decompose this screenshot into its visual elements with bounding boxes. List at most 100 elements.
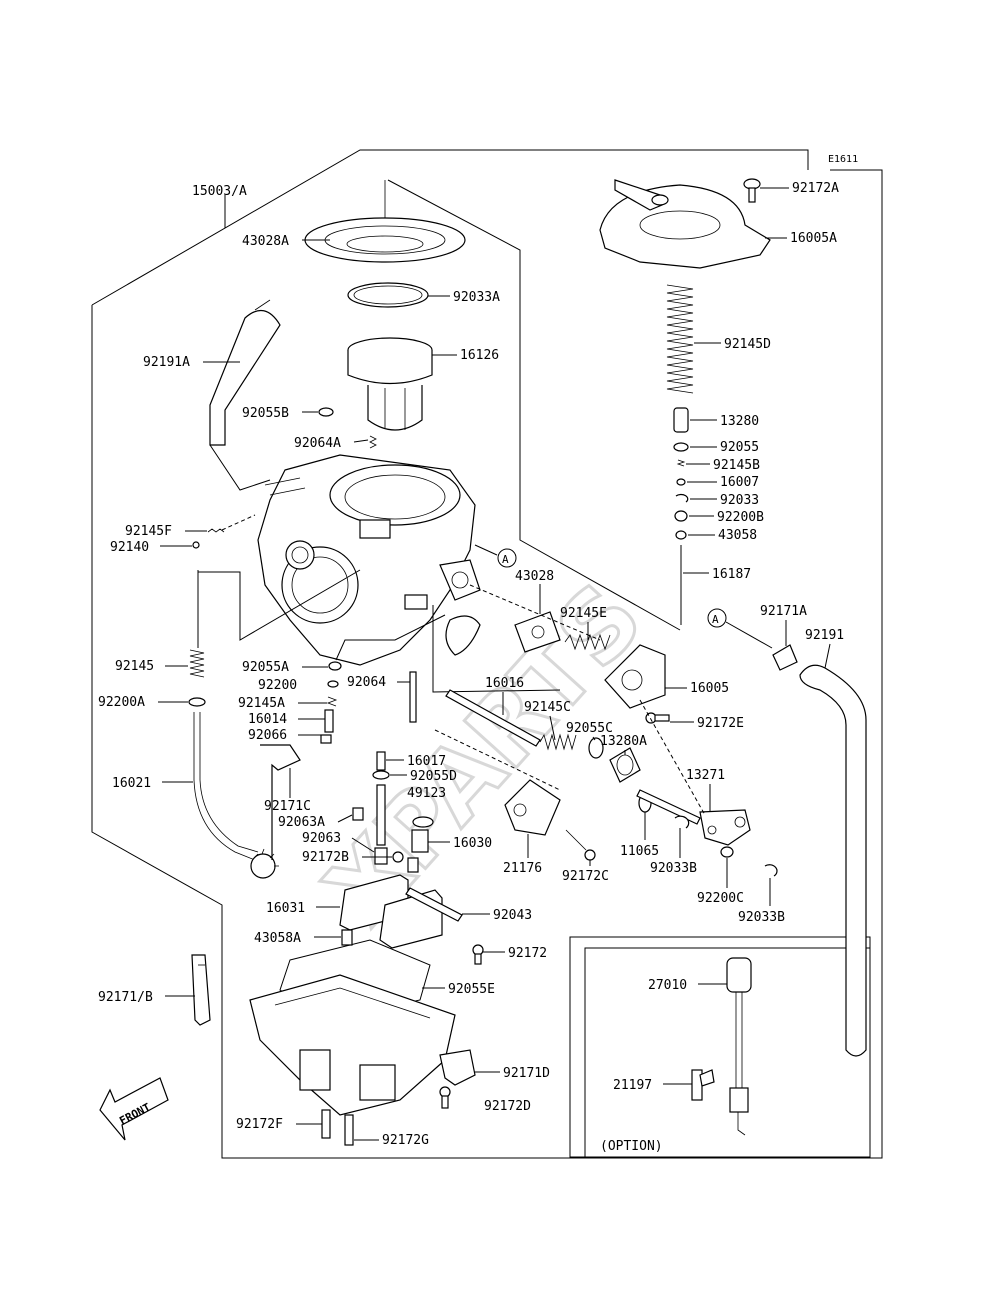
washer-92200 [327,680,339,688]
marker-a-left [497,548,517,568]
ring-92033A [347,282,429,308]
option-label: (OPTION) [600,1139,663,1154]
dash-pump [469,584,601,641]
label-16014: 16014 [248,712,287,727]
label-92063A: 92063A [278,815,325,830]
label-92064: 92064 [347,675,386,690]
label-92043: 92043 [493,908,532,923]
label-16005: 16005 [690,681,729,696]
label-92191: 92191 [805,628,844,643]
heater-27010 [726,957,752,1136]
label-21176: 21176 [503,861,542,876]
dash-center [434,729,561,791]
label-92172G: 92172G [382,1133,429,1148]
screw-92172D [439,1086,451,1109]
screw-16014 [324,709,334,733]
label-92171A: 92171A [760,604,807,619]
clip-92171A [772,644,798,671]
washer-92066 [320,734,332,744]
washer-43058 [675,530,687,540]
clip-92171B [191,954,211,1026]
label-92172B: 92172B [302,850,349,865]
spring-92145C [539,733,577,751]
label-92145: 92145 [115,659,154,674]
svg-text:A: A [712,613,719,626]
cable-16021 [193,712,279,879]
cover-16005A [599,179,771,269]
spring-92145 [189,649,205,678]
marker-a-right [707,608,727,628]
label-43028A: 43028A [242,234,289,249]
marker-a-right-leader [725,621,773,649]
label-92200C: 92200C [697,891,744,906]
ring-92033B-2 [764,864,778,877]
cover-16005 [604,644,666,709]
label-92055E: 92055E [448,982,495,997]
float-valve-16030 [407,816,434,873]
label-16017: 16017 [407,754,446,769]
label-16007: 16007 [720,475,759,490]
label-92055B: 92055B [242,406,289,421]
ring-92033 [675,493,689,503]
slide-16126 [347,337,433,431]
label-92140: 92140 [110,540,149,555]
spring-92064A [369,435,377,449]
shaft-13271 [636,789,751,846]
center-frame [432,605,561,693]
label-13280: 13280 [720,414,759,429]
label-92172C: 92172C [562,869,609,884]
label-15003A: 15003/A [192,184,247,199]
washer-92200B [674,510,688,522]
clip-92171C [260,744,301,860]
jet-frame [335,614,446,661]
label-49123: 49123 [407,786,446,801]
slide-axis-frame [387,179,681,631]
screw-92172E [645,712,670,724]
labels: 15003/A 43028A 92033A 16126 92191A 92055… [98,181,844,1154]
label-92145E: 92145E [560,606,607,621]
spring-92145B [676,459,686,467]
dash-92145F [221,514,256,531]
label-92055A: 92055A [242,660,289,675]
label-92172A: 92172A [792,181,839,196]
screw-92172A [743,178,761,203]
label-92033: 92033 [720,493,759,508]
label-92191A: 92191A [143,355,190,370]
label-21197: 21197 [613,1078,652,1093]
label-92200A: 92200A [98,695,145,710]
label-92033A: 92033A [453,290,500,305]
frame-top [91,149,809,306]
pin-92043 [405,887,463,922]
hose-leader [209,444,271,491]
label-92171B: 92171/B [98,990,153,1005]
screw-92172G [344,1114,354,1146]
svg-text:A: A [502,553,509,566]
frame-outline [91,169,883,1159]
washer-92200C [720,846,734,858]
spring-92145D [666,284,694,394]
clip-92171D [439,1049,476,1086]
label-13280A: 13280A [600,734,647,749]
jet-16017 [376,751,386,771]
label-92055C: 92055C [566,721,613,736]
oring-92055 [673,442,689,452]
spring-92145E [564,633,611,651]
carburetor-body [257,454,481,666]
needle-jet-49123 [376,784,386,846]
label-16030: 16030 [453,836,492,851]
oring-92055A [328,661,342,671]
label-16187: 16187 [712,567,751,582]
label-92172D: 92172D [484,1099,531,1114]
option-box-inner [584,947,871,1158]
label-16031: 16031 [266,901,305,916]
holder-13280 [673,407,689,433]
label-92145D: 92145D [724,337,771,352]
label-92172: 92172 [508,946,547,961]
label-92055D: 92055D [410,769,457,784]
ring-92033B [674,815,690,829]
clip-16007 [676,478,686,486]
screw-92145F [207,528,225,533]
lever-21176 [504,779,561,836]
